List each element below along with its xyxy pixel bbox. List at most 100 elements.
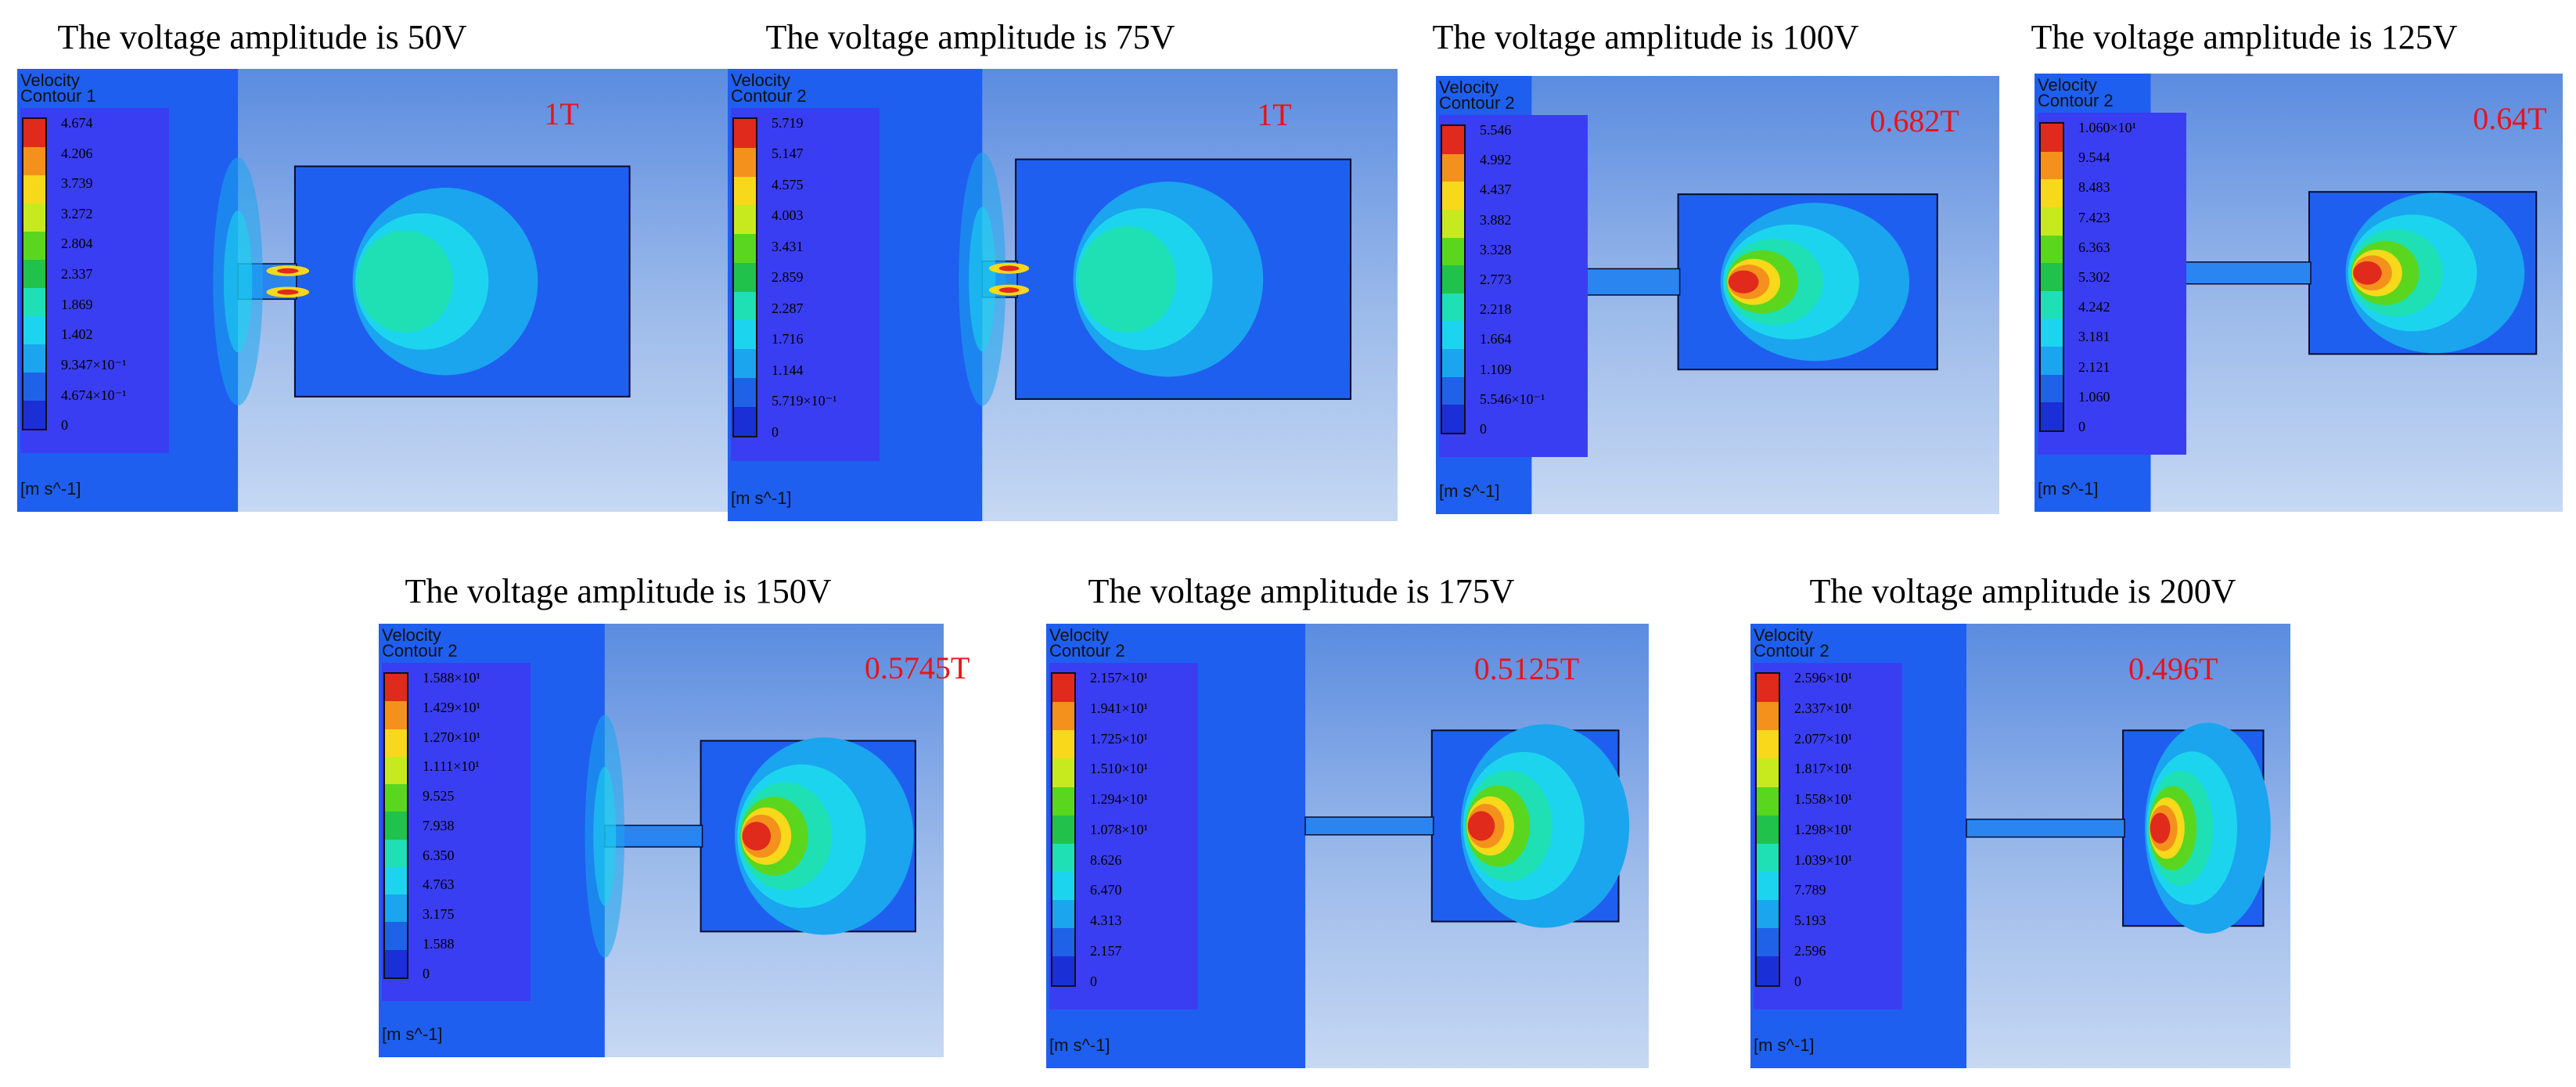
colorbar-swatch [1442, 209, 1464, 238]
colorbar-swatch [1052, 900, 1074, 929]
colorbar-swatch [734, 262, 756, 292]
magnetic-field-label: 0.5125T [1473, 651, 1580, 687]
colorbar-tick-label: 1.060×10¹ [2078, 120, 2137, 135]
colorbar-swatch [2041, 207, 2063, 236]
colorbar-swatch [1757, 843, 1779, 872]
magnetic-field-label: 0.64T [2473, 100, 2547, 136]
colorbar-tick-label: 3.431 [772, 238, 804, 254]
colorbar-swatch [1052, 758, 1074, 787]
colorbar-swatch [23, 260, 45, 289]
colorbar [1441, 124, 1466, 434]
colorbar-swatch [1757, 815, 1779, 844]
panel-title: The voltage amplitude is 100V [1432, 18, 1859, 56]
colorbar-tick-label: 0 [61, 417, 68, 434]
colorbar-swatch [23, 401, 45, 430]
colorbar-swatch [734, 147, 756, 177]
colorbar-swatch [1052, 674, 1074, 703]
colorbar-tick-label: 2.157 [1090, 942, 1122, 959]
unit-label: [m s^-1] [20, 479, 81, 499]
throat-core-top [998, 265, 1020, 272]
panel-title: The voltage amplitude is 125V [2031, 18, 2458, 56]
colorbar-swatch [385, 674, 407, 702]
colorbar-tick-label: 4.674×10⁻¹ [61, 387, 127, 403]
colorbar-swatch [2041, 402, 2063, 431]
colorbar-tick-label: 1.588 [423, 936, 455, 952]
colorbar-swatch [1442, 349, 1464, 377]
unit-label: [m s^-1] [1754, 1035, 1815, 1055]
colorbar-swatch [2041, 179, 2063, 207]
colorbar-tick-label: 1.817×10¹ [1794, 761, 1853, 777]
colorbar-tick-label: 2.218 [1480, 301, 1512, 318]
colorbar-swatch [1442, 405, 1464, 434]
legend-title: Velocity [382, 625, 441, 645]
colorbar-swatch [1757, 674, 1779, 703]
colorbar-tick-label: 2.337×10¹ [1794, 700, 1853, 716]
jet-layer [1728, 270, 1759, 293]
colorbar-swatch [385, 729, 407, 757]
colorbar-tick-label: 1.402 [61, 326, 93, 343]
colorbar-swatch [385, 922, 407, 950]
colorbar-swatch [23, 288, 45, 317]
colorbar-tick-label: 2.596 [1794, 942, 1826, 959]
flow-field [17, 69, 631, 512]
colorbar-tick-label: 0 [423, 965, 430, 981]
colorbar-tick-label: 1.725×10¹ [1090, 730, 1149, 747]
legend-subtitle: Contour 2 [1439, 93, 1515, 113]
colorbar-tick-label: 3.181 [2078, 329, 2110, 345]
colorbar-swatch [23, 344, 45, 373]
colorbar-swatch [1442, 265, 1464, 293]
legend-title: Velocity [1754, 625, 1813, 645]
colorbar-swatch [1052, 956, 1074, 985]
wall-plume-core [593, 766, 617, 906]
colorbar-tick-label: 1.060 [2078, 388, 2110, 405]
colorbar-tick-label: 1.109 [1480, 361, 1512, 377]
colorbar [383, 672, 408, 979]
colorbar-swatch [1757, 871, 1779, 901]
colorbar-swatch [734, 176, 756, 206]
legend-subtitle: Contour 2 [1754, 641, 1829, 660]
colorbar-swatch [385, 839, 407, 867]
colorbar-swatch [734, 291, 756, 321]
throat-core-bottom [998, 287, 1020, 293]
colorbar-tick-label: 2.121 [2078, 358, 2110, 375]
colorbar-tick-label: 1.941×10¹ [1090, 700, 1149, 716]
colorbar-swatch [23, 373, 45, 401]
colorbar-swatch [1052, 928, 1074, 957]
colorbar-swatch [2041, 347, 2063, 375]
colorbar [2039, 122, 2064, 432]
colorbar-tick-label: 5.302 [2078, 269, 2110, 285]
colorbar-swatch [385, 866, 407, 894]
wall-plume-core [223, 211, 253, 353]
colorbar-swatch [385, 894, 407, 923]
colorbar [1051, 672, 1076, 987]
colorbar-tick-label: 1.298×10¹ [1794, 821, 1853, 837]
colorbar-swatch [1757, 956, 1779, 985]
colorbar-tick-label: 1.869 [61, 296, 93, 312]
colorbar-tick-label: 8.626 [1090, 851, 1122, 868]
colorbar-swatch [1757, 702, 1779, 731]
colorbar-tick-label: 2.337 [61, 266, 93, 283]
colorbar-swatch [385, 949, 407, 977]
panel-title: The voltage amplitude is 150V [405, 572, 832, 610]
colorbar-swatch [1757, 786, 1779, 815]
colorbar-tick-label: 1.429×10¹ [423, 699, 481, 715]
legend-title: Velocity [20, 70, 80, 90]
wall-plume-core [969, 207, 996, 352]
panel-title: The voltage amplitude is 50V [57, 18, 467, 56]
jet-layer [2353, 261, 2382, 285]
colorbar-swatch [1442, 376, 1464, 405]
colorbar-tick-label: 6.350 [423, 847, 455, 863]
colorbar-tick-label: 5.147 [772, 146, 804, 162]
colorbar-swatch [1442, 293, 1464, 322]
colorbar-tick-label: 4.206 [61, 145, 93, 161]
unit-label: [m s^-1] [1049, 1035, 1110, 1055]
colorbar [22, 117, 47, 431]
colorbar-tick-label: 0 [1090, 973, 1097, 989]
colorbar-tick-label: 1.588×10¹ [423, 670, 481, 686]
colorbar-tick-label: 5.719×10⁻¹ [772, 393, 837, 409]
colorbar-tick-label: 0 [1480, 421, 1487, 437]
colorbar-swatch [1052, 871, 1074, 901]
